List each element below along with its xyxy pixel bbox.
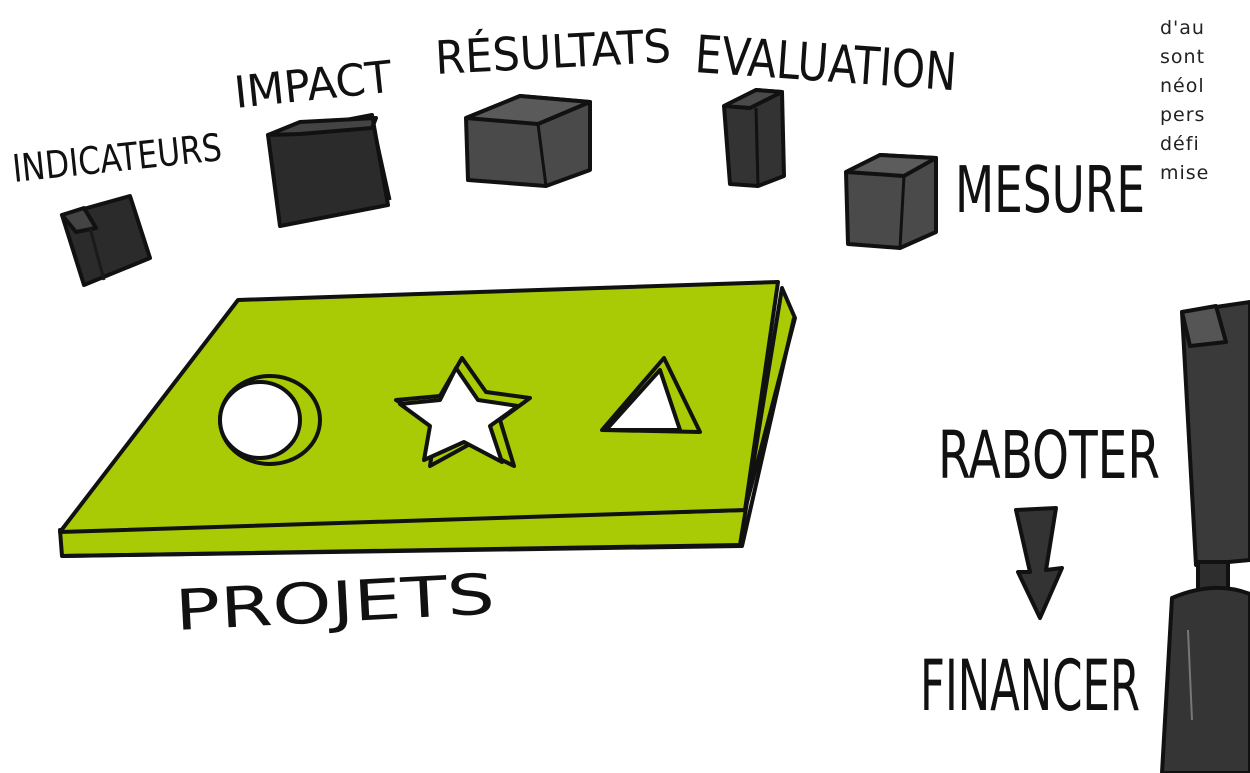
side-line: défi [1160, 133, 1200, 155]
side-line: mise [1160, 162, 1210, 184]
side-line: sont [1160, 46, 1206, 68]
cube-icon [844, 153, 938, 250]
cube-icon [60, 194, 152, 287]
star-hole-icon [394, 356, 532, 468]
label-financer: FINANCER [920, 645, 1140, 727]
side-line: néol [1160, 75, 1205, 97]
label-resultats: RÉSULTATS [434, 19, 673, 85]
cube-icon [464, 94, 592, 188]
down-arrow-icon [1014, 506, 1064, 620]
label-indicateurs: INDICATEURS [10, 125, 223, 191]
side-paragraph: d'au sont néol pers défi mise [1160, 14, 1250, 188]
label-mesure: MESURE [955, 154, 1145, 228]
cube-icon [266, 113, 392, 228]
label-raboter: RABOTER [938, 417, 1160, 494]
side-line: d'au [1160, 17, 1205, 39]
label-impact: IMPACT [232, 52, 395, 119]
chisel-icon [1160, 300, 1250, 773]
triangle-hole-icon [600, 356, 702, 434]
circle-hole-icon [218, 374, 322, 466]
label-projets: PROJETS [173, 562, 496, 644]
label-evaluation: EVALUATION [693, 25, 959, 103]
side-line: pers [1160, 104, 1206, 126]
cube-icon [722, 88, 786, 188]
